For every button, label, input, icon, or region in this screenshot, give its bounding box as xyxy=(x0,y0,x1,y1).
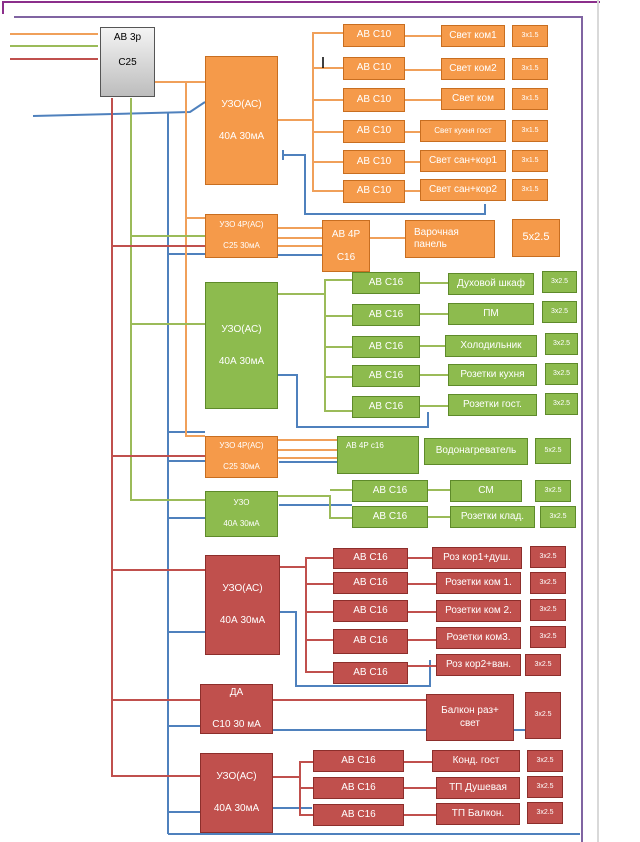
load: Роз кор1+душ. xyxy=(432,547,522,569)
rcd-group-3: УЗО(АС) 40А 30мА xyxy=(205,282,278,409)
cable: 3х2.5 xyxy=(527,802,563,824)
load: Розетки ком 1. xyxy=(436,572,521,594)
cable: 3х2.5 xyxy=(545,333,578,355)
load: Розетки клад. xyxy=(450,506,535,528)
load: Балкон раз+ свет xyxy=(426,694,514,741)
cable: 5х2.5 xyxy=(535,438,571,464)
cable: 3х2.5 xyxy=(542,271,577,293)
cable: 3х2.5 xyxy=(527,776,563,798)
breaker: АВ С16 xyxy=(352,365,420,387)
load: ТП Балкон. xyxy=(436,803,520,825)
cable: 3х2.5 xyxy=(542,301,577,323)
breaker: АВ С16 xyxy=(352,396,420,418)
rcd-group-4: УЗО 4Р(АС) С25 30мА xyxy=(205,436,278,478)
load: Свет ком1 xyxy=(441,25,505,47)
breaker: АВ С10 xyxy=(343,180,405,203)
cable: 3х2.5 xyxy=(530,572,566,594)
load: Водонагреватель xyxy=(424,438,528,465)
cable: 3х2.5 xyxy=(545,393,578,415)
cable: 3х2.5 xyxy=(545,363,578,385)
cable: 3х2.5 xyxy=(527,750,563,772)
breaker: АВ С16 xyxy=(333,629,408,654)
cable: 3х2.5 xyxy=(530,546,566,568)
breaker: АВ С10 xyxy=(343,57,405,80)
load: Розетки гост. xyxy=(448,394,537,416)
cable: 3х2.5 xyxy=(540,506,576,528)
rcd-group-6: УЗО(АС) 40А 30мА xyxy=(205,555,280,655)
load: ТП Душевая xyxy=(436,777,520,799)
rcd-group-7: ДА С10 30 мА xyxy=(200,684,273,734)
breaker: АВ С16 xyxy=(333,600,408,622)
rcd-group-5: УЗО 40А 30мА xyxy=(205,491,278,537)
cable: 3х2.5 xyxy=(535,480,571,502)
breaker: АВ С10 xyxy=(343,120,405,143)
load: Свет сан+кор1 xyxy=(420,150,506,172)
load: Розетки ком3. xyxy=(436,627,521,649)
load: Розетки кухня xyxy=(448,364,537,386)
load: Холодильник xyxy=(445,335,537,357)
load: Свет кухня гост xyxy=(420,120,506,142)
cable: 3х1.5 xyxy=(512,88,548,110)
rcd-group-2: УЗО 4Р(АС) С25 30мА xyxy=(205,214,278,258)
breaker: АВ С16 xyxy=(333,572,408,594)
load: Варочная панель xyxy=(405,220,495,258)
load: Свет сан+кор2 xyxy=(420,179,506,201)
breaker: АВ С16 xyxy=(313,777,404,799)
cable: 3х2.5 xyxy=(530,599,566,621)
breaker: АВ С16 xyxy=(333,548,408,569)
breaker: АВ С10 xyxy=(343,88,405,112)
cable: 5х2.5 xyxy=(512,219,560,257)
cable: 3х1.5 xyxy=(512,150,548,172)
breaker: АВ С16 xyxy=(333,662,408,684)
cable: 3х1.5 xyxy=(512,25,548,47)
load: СМ xyxy=(450,480,522,502)
cable: 3х1.5 xyxy=(512,120,548,142)
load: Свет ком2 xyxy=(441,58,505,80)
breaker: АВ С10 xyxy=(343,150,405,174)
breaker: АВ С16 xyxy=(352,304,420,326)
breaker: АВ 4Р С16 xyxy=(322,220,370,272)
rcd-group-1: УЗО(АС) 40А 30мА xyxy=(205,56,278,185)
cable: 3х1.5 xyxy=(512,58,548,80)
load: ПМ xyxy=(448,303,534,325)
cable: 3х2.5 xyxy=(525,692,561,739)
breaker: АВ С16 xyxy=(352,506,428,528)
breaker: АВ С16 xyxy=(313,804,404,826)
load: Свет ком xyxy=(441,88,505,110)
breaker: АВ С16 xyxy=(352,336,420,358)
breaker: АВ С10 xyxy=(343,24,405,47)
breaker: АВ С16 xyxy=(352,272,420,294)
load: Роз кор2+ван. xyxy=(436,654,521,676)
cable: 3х2.5 xyxy=(525,654,561,676)
breaker: АВ С16 xyxy=(313,750,404,772)
load: Духовой шкаф xyxy=(448,273,534,295)
breaker: АВ 4Р с16 xyxy=(337,436,419,474)
load: Конд. гост xyxy=(432,750,520,772)
breaker: АВ С16 xyxy=(352,480,428,502)
cable: 3х1.5 xyxy=(512,179,548,201)
main-breaker: АВ 3р С25 xyxy=(100,27,155,97)
cable: 3х2.5 xyxy=(530,626,566,648)
load: Розетки ком 2. xyxy=(436,600,521,622)
rcd-group-8: УЗО(АС) 40А 30мА xyxy=(200,753,273,833)
